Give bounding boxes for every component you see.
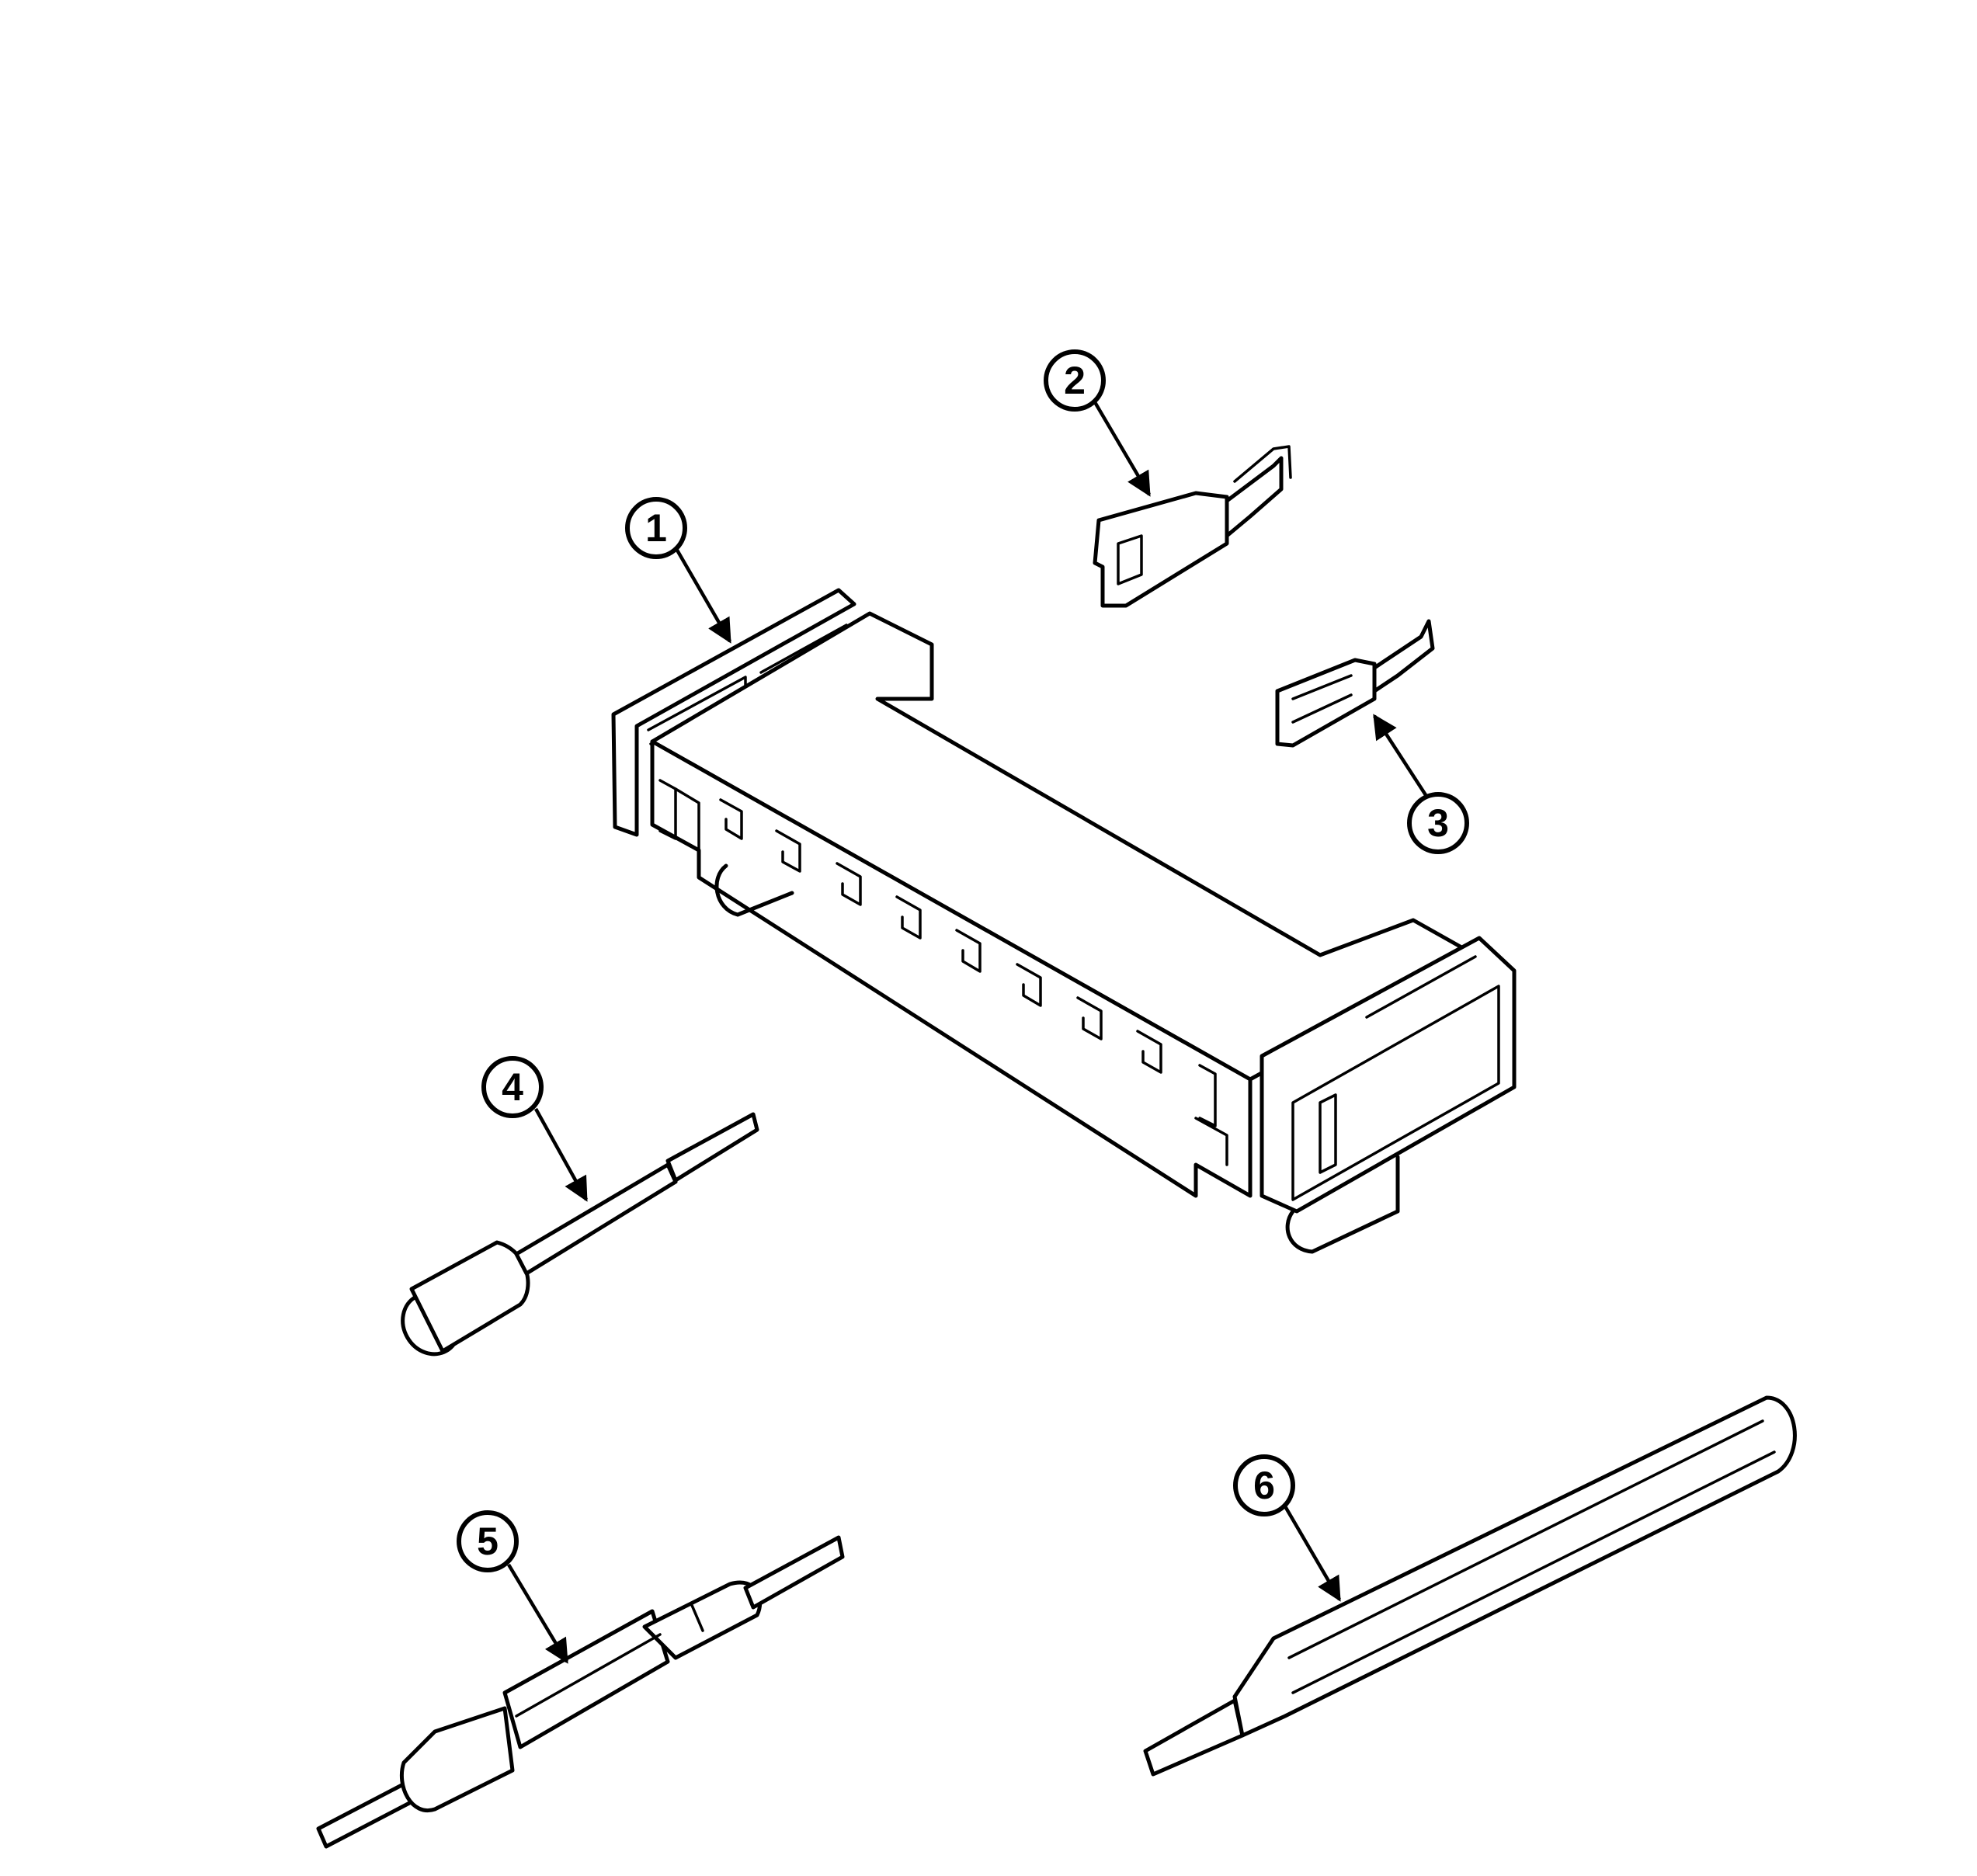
extraction-tool-double: [316, 1535, 845, 1849]
callout-2: 2: [1044, 349, 1151, 497]
connector-housing: [611, 588, 1517, 1254]
terminal-small: [1275, 619, 1435, 748]
callout-label-2: 2: [1064, 359, 1086, 402]
callout-label-1: 1: [645, 506, 667, 550]
callout-6: 6: [1233, 1454, 1341, 1602]
callout-label-5: 5: [477, 1520, 499, 1563]
pin-tool: [1143, 1395, 1797, 1777]
callout-4: 4: [481, 1056, 588, 1202]
callout-3: 3: [1373, 714, 1469, 854]
terminal-large: [1093, 445, 1292, 608]
callout-1: 1: [625, 497, 731, 644]
insertion-tool: [401, 1112, 759, 1357]
callout-5: 5: [457, 1510, 568, 1664]
callout-label-3: 3: [1427, 801, 1449, 845]
callout-label-6: 6: [1253, 1464, 1275, 1507]
callout-label-4: 4: [502, 1065, 523, 1109]
